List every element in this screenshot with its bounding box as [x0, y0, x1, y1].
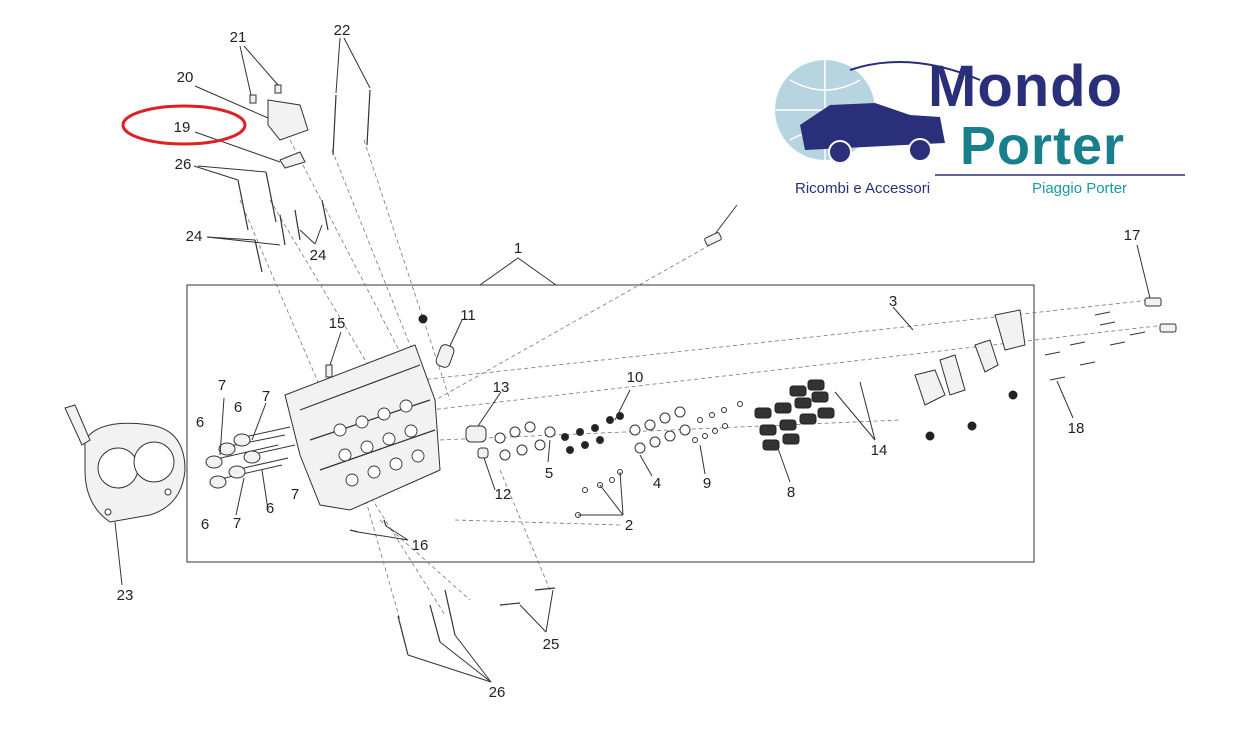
callout-leaders [114, 37, 1151, 683]
callout-7: 7 [233, 515, 241, 532]
callout-7: 7 [218, 377, 226, 394]
callout-23: 23 [117, 587, 134, 604]
valves [205, 426, 296, 489]
callout-numbers: 1 2 3 4 5 6 6 6 6 7 7 7 7 8 9 10 11 12 1… [117, 22, 1141, 701]
callout-8: 8 [787, 484, 795, 501]
frame-callout-lead [479, 257, 557, 286]
head-gasket [64, 404, 186, 523]
callout-2: 2 [625, 517, 633, 534]
callout-26: 26 [489, 684, 506, 701]
callout-26: 26 [175, 156, 192, 173]
callout-10: 10 [627, 369, 644, 386]
callout-7: 7 [291, 486, 299, 503]
rocker-arms [418, 309, 1026, 441]
callout-18: 18 [1068, 420, 1085, 437]
valve-retainers [494, 401, 743, 518]
callout-6: 6 [201, 516, 209, 533]
callout-22: 22 [334, 22, 351, 39]
mondo-porter-logo: Mondo Porter Ricombi e Accessori Piaggio… [770, 54, 1190, 205]
callout-5: 5 [545, 465, 553, 482]
callout-12: 12 [495, 486, 512, 503]
projection-lines [239, 139, 1166, 621]
callout-6: 6 [266, 500, 274, 517]
callout-16: 16 [412, 537, 429, 554]
logo-graphic [775, 60, 1185, 176]
callout-15: 15 [329, 315, 346, 332]
callout-14: 14 [871, 442, 888, 459]
callout-21: 21 [230, 29, 247, 46]
assembly-frame [186, 284, 1035, 563]
callout-17: 17 [1124, 227, 1141, 244]
callout-24: 24 [310, 247, 327, 264]
callout-13: 13 [493, 379, 510, 396]
logo-word-porter: Porter [960, 116, 1126, 176]
logo-tagline-right: Piaggio Porter [1032, 180, 1128, 197]
callout-9: 9 [703, 475, 711, 492]
highlight-ellipse-19 [121, 104, 247, 146]
callout-6: 6 [196, 414, 204, 431]
callout-11: 11 [460, 307, 476, 324]
valve-springs [754, 379, 835, 451]
bolts [1044, 297, 1177, 381]
callout-7: 7 [262, 388, 270, 405]
callout-3: 3 [889, 293, 897, 310]
logo-tagline-left: Ricombi e Accessori [795, 180, 931, 197]
callout-20: 20 [177, 69, 194, 86]
callout-1: 1 [514, 240, 522, 257]
cylinder-head [284, 344, 441, 511]
small-parts [237, 84, 722, 656]
callout-6: 6 [234, 399, 242, 416]
callout-25: 25 [543, 636, 560, 653]
callout-19: 19 [174, 119, 191, 136]
logo-word-mondo: Mondo [928, 54, 1124, 119]
callout-4: 4 [653, 475, 661, 492]
callout-24: 24 [186, 228, 203, 245]
